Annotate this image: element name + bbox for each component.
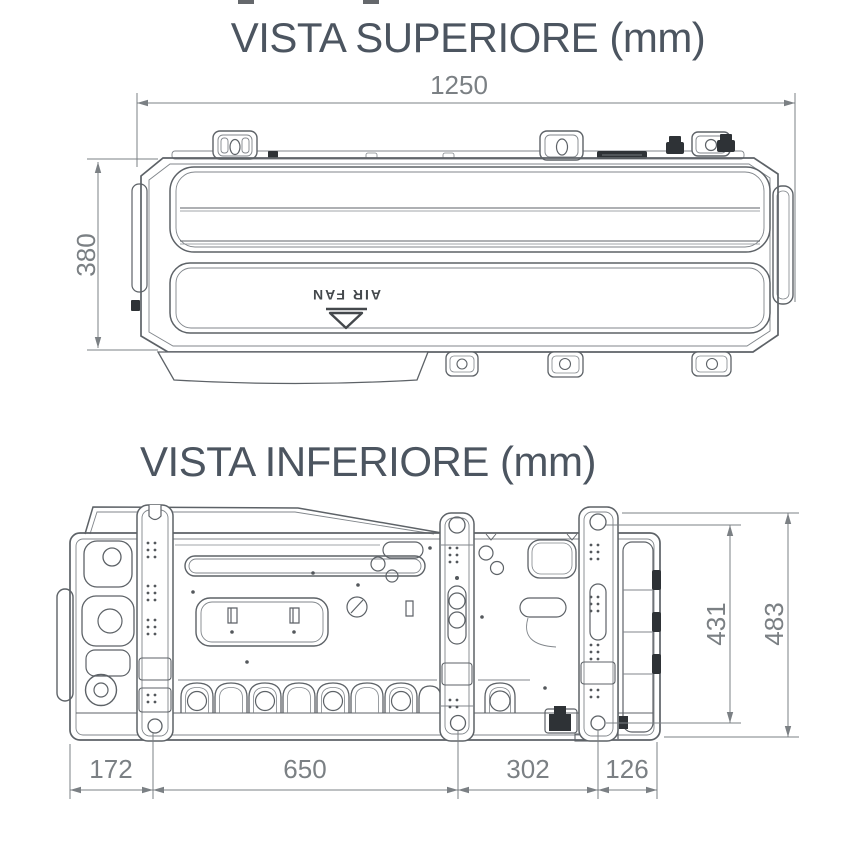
dim-label-right-offset: 126 bbox=[605, 754, 648, 784]
dim-label-rail-spacing: 650 bbox=[283, 754, 326, 784]
base-plate-outline bbox=[69, 532, 661, 741]
valve-knob bbox=[717, 134, 735, 152]
casing-roof-line bbox=[84, 506, 443, 535]
tab-hole bbox=[705, 357, 719, 371]
top-edge-nub bbox=[268, 151, 278, 158]
top-view: VISTA SUPERIORE (mm) bbox=[131, 14, 794, 385]
left-bumper bbox=[56, 588, 74, 702]
mounting-rail bbox=[136, 504, 174, 742]
rail-bolt-hole bbox=[448, 516, 466, 534]
bottom-skirt bbox=[156, 351, 429, 385]
rail-top-hook bbox=[148, 505, 162, 521]
dim-label-left-offset: 172 bbox=[89, 754, 132, 784]
compressor-mount-ring bbox=[84, 673, 118, 707]
dimension-width-1250: 1250 bbox=[136, 70, 796, 302]
left-side-bulge bbox=[131, 183, 148, 293]
unit-body-outline bbox=[140, 157, 779, 353]
top-view-dimensions: 1250 380 bbox=[71, 70, 796, 351]
connector-tab bbox=[652, 570, 661, 590]
bottom-mounting-tab bbox=[445, 351, 479, 377]
top-mounting-bracket bbox=[539, 130, 584, 161]
base-plate-inner-line bbox=[75, 538, 655, 736]
condenser-block bbox=[617, 534, 661, 739]
rail-bolt-hole bbox=[589, 513, 607, 531]
bottom-view-title: VISTA INFERIORE (mm) bbox=[140, 438, 596, 485]
bottom-mounting-tab bbox=[691, 351, 732, 377]
top-view-title: VISTA SUPERIORE (mm) bbox=[231, 14, 706, 61]
mounting-rail bbox=[578, 506, 619, 742]
bottom-view-dimensions: 172 650 302 126 431 483 bbox=[69, 512, 799, 799]
dim-label-rail-spacing-right: 302 bbox=[506, 754, 549, 784]
air-flow-arrow-icon bbox=[328, 311, 364, 330]
top-edge-nub bbox=[365, 152, 378, 160]
rail-bolt-hole bbox=[147, 718, 163, 734]
bottom-mounting-tab bbox=[547, 351, 584, 378]
fan-panel: AIR FAN bbox=[169, 262, 771, 334]
bottom-view: VISTA INFERIORE (mm) bbox=[56, 438, 661, 742]
valve-knob bbox=[666, 136, 684, 154]
casing-roof-inner-line bbox=[89, 511, 435, 535]
dimension-overall-span: 483 bbox=[622, 512, 799, 738]
dim-label-overall-span: 483 bbox=[759, 602, 789, 645]
bracket-hole bbox=[229, 138, 241, 156]
base-arches bbox=[180, 682, 516, 713]
tab-hole bbox=[558, 357, 572, 371]
stamped-details bbox=[184, 533, 612, 690]
connector-tab bbox=[652, 654, 661, 674]
bracket-hole bbox=[555, 138, 569, 156]
dimension-horizontal-chain: 172 650 302 126 bbox=[69, 730, 658, 799]
grille-panel-top bbox=[169, 166, 771, 253]
mounting-rail bbox=[439, 512, 475, 742]
side-vent-protrusion bbox=[772, 185, 794, 305]
air-fan-label: AIR FAN bbox=[311, 287, 381, 303]
left-side-nub bbox=[131, 300, 140, 311]
top-edge-nub bbox=[442, 152, 455, 160]
dimension-mount-holes-span: 431 bbox=[606, 524, 741, 724]
connector-tab bbox=[652, 612, 661, 632]
bracket-hole bbox=[704, 138, 718, 152]
dim-label-depth: 380 bbox=[71, 233, 101, 276]
left-block-details bbox=[81, 540, 135, 707]
drain-hole bbox=[102, 547, 122, 567]
tab-hole bbox=[456, 358, 468, 370]
dim-label-width: 1250 bbox=[430, 70, 488, 100]
top-edge-crop-artifacts bbox=[238, 0, 379, 4]
dim-label-mount-span: 431 bbox=[701, 602, 731, 645]
unit-body-inner-line bbox=[148, 163, 771, 347]
top-mounting-bracket bbox=[212, 130, 258, 160]
dimension-depth-380: 380 bbox=[71, 158, 158, 351]
